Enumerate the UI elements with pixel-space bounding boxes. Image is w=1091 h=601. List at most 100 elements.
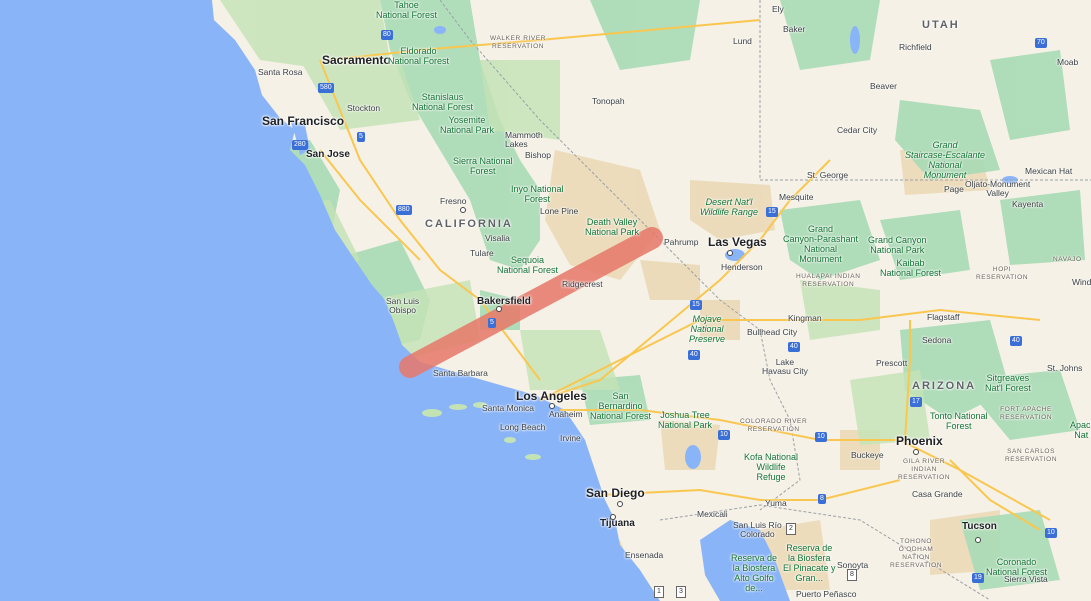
highway-shield-i80: 80: [381, 30, 393, 40]
city-dot-fresno: [460, 207, 466, 213]
highway-shield-i580: 580: [318, 83, 334, 93]
park-label-tahoe-nf: Tahoe National Forest: [376, 0, 438, 20]
highway-shield-mx2: 2: [786, 523, 796, 535]
city-label-puerto-penasco: Puerto Peñasco: [796, 589, 857, 599]
city-label-kayenta: Kayenta: [1012, 199, 1044, 209]
city-label-san-luis-rio-colorado: San Luis Río Colorado: [733, 520, 782, 539]
city-label-ridgecrest: Ridgecrest: [562, 279, 603, 289]
reservation-label-tohono-oodham: TOHONO O'ODHAM NATION RESERVATION: [890, 538, 943, 569]
city-label-visalia: Visalia: [485, 233, 510, 243]
highway-shield-mx8: 8: [847, 569, 857, 581]
city-dot-san-diego: [617, 501, 623, 507]
gulf-of-california: [700, 520, 790, 601]
city-dot-phoenix: [913, 449, 919, 455]
park-label-kaibab-nf: Kaibab National Forest: [880, 258, 942, 278]
city-label-yuma: Yuma: [765, 498, 787, 508]
city-label-los-angeles: Los Angeles: [516, 389, 587, 403]
park-label-coronado-nf: Coronado National Forest: [986, 557, 1048, 577]
park-label-yosemite-np: Yosemite National Park: [440, 115, 495, 135]
city-dot-tucson: [975, 537, 981, 543]
city-label-irvine: Irvine: [560, 433, 581, 443]
park-label-inyo-nf: Inyo National Forest: [511, 184, 564, 204]
reservation-label-fort-apache: FORT APACHE RESERVATION: [1000, 406, 1053, 421]
park-label-san-bernardino-nf: San Bernardino National Forest: [590, 391, 652, 421]
city-label-moab: Moab: [1057, 57, 1079, 67]
route-line[interactable]: [399, 227, 663, 378]
park-label-desert-nwr: Desert Nat'l Wildlife Range: [700, 197, 758, 217]
pacific-ocean: [0, 0, 660, 601]
highway-shield-i70: 70: [1035, 38, 1047, 48]
park-label-apache-nf: Apache Nat F: [1070, 420, 1091, 440]
highway-shield-mx3: 3: [676, 586, 686, 598]
city-label-tonopah: Tonopah: [592, 96, 625, 106]
park-label-stanislaus-nf: Stanislaus National Forest: [412, 92, 474, 112]
highway-shield-i15-b: 15: [766, 207, 778, 217]
city-label-ensenada: Ensenada: [625, 550, 664, 560]
city-label-richfield: Richfield: [899, 42, 932, 52]
city-label-mammoth-lakes: Mammoth Lakes: [505, 130, 543, 149]
city-dot-tijuana: [610, 514, 616, 520]
highway-shield-i17: 17: [910, 397, 922, 407]
park-label-kofa-nwr: Kofa National Wildlife Refuge: [744, 452, 799, 482]
city-dot-bakersfield: [496, 306, 502, 312]
city-label-san-francisco: San Francisco: [262, 114, 345, 128]
city-label-tucson: Tucson: [962, 521, 997, 532]
city-label-kingman: Kingman: [788, 313, 822, 323]
city-label-san-luis-obispo: San Luis Obispo: [386, 296, 420, 315]
city-label-prescott: Prescott: [876, 358, 908, 368]
city-label-casa-grande: Casa Grande: [912, 489, 963, 499]
city-label-fresno: Fresno: [440, 196, 467, 206]
city-label-flagstaff: Flagstaff: [927, 312, 960, 322]
city-dot-las-vegas: [727, 250, 733, 256]
city-label-st-george: St. George: [807, 170, 849, 180]
city-label-bullhead-city: Bullhead City: [747, 327, 798, 337]
city-label-lone-pine: Lone Pine: [540, 206, 579, 216]
park-label-death-valley-np: Death Valley National Park: [585, 217, 640, 237]
highway-shield-i40-a: 40: [688, 350, 700, 360]
city-label-sedona: Sedona: [922, 335, 952, 345]
city-label-phoenix: Phoenix: [896, 434, 943, 448]
city-dot-los-angeles: [549, 403, 555, 409]
city-label-mesquite: Mesquite: [779, 192, 814, 202]
city-label-tijuana: Tijuana: [600, 518, 635, 529]
city-label-sierra-vista: Sierra Vista: [1004, 574, 1048, 584]
city-label-santa-barbara: Santa Barbara: [433, 368, 488, 378]
highway-shield-i5-b: 5: [488, 318, 496, 328]
city-label-san-diego: San Diego: [586, 486, 645, 500]
city-label-anaheim: Anaheim: [549, 409, 583, 419]
reservation-label-colorado-river: COLORADO RIVER RESERVATION: [740, 418, 808, 433]
state-borders: [439, 0, 1091, 601]
park-label-grand-canyon-np: Grand Canyon National Park: [868, 235, 927, 255]
city-label-mexican-hat: Mexican Hat: [1025, 166, 1073, 176]
city-label-wind: Wind: [1072, 277, 1091, 287]
city-label-oljato: Oljato-Monument Valley: [965, 179, 1031, 198]
city-label-st-johns: St. Johns: [1047, 363, 1083, 373]
reservation-label-san-carlos: SAN CARLOS RESERVATION: [1005, 448, 1058, 463]
state-label-arizona: ARIZONA: [912, 380, 977, 392]
city-label-tulare: Tulare: [470, 248, 494, 258]
highway-shield-i10-a: 10: [718, 430, 730, 440]
highway-shield-i880: 880: [396, 205, 412, 215]
reservation-label-gila-river: GILA RIVER INDIAN RESERVATION: [898, 458, 951, 481]
city-label-pahrump: Pahrump: [664, 237, 699, 247]
city-label-santa-rosa: Santa Rosa: [258, 67, 303, 77]
city-label-sacramento: Sacramento: [322, 53, 391, 67]
highway-shield-i10-c: 10: [1045, 528, 1057, 538]
park-label-sequoia-nf: Sequoia National Forest: [497, 255, 559, 275]
park-label-tonto-nf: Tonto National Forest: [930, 411, 988, 431]
park-label-sierra-nf: Sierra National Forest: [453, 156, 513, 176]
city-label-sonoyta: Sonoyta: [837, 560, 869, 570]
city-label-buckeye: Buckeye: [851, 450, 884, 460]
park-label-sitgreaves-nf: Sitgreaves Nat'l Forest: [985, 373, 1031, 393]
state-label-utah: UTAH: [922, 19, 960, 31]
highway-shield-i8: 8: [818, 494, 826, 504]
park-label-reserva-alto-golfo: Reserva de la Biosfera Alto Golfo de...: [731, 553, 778, 593]
park-label-joshua-tree-np: Joshua Tree National Park: [658, 410, 713, 430]
channel-islands: [422, 402, 541, 460]
reservation-label-walker-river: WALKER RIVER RESERVATION: [490, 35, 547, 50]
city-label-lund: Lund: [733, 36, 752, 46]
city-label-cedar-city: Cedar City: [837, 125, 878, 135]
city-label-stockton: Stockton: [347, 103, 381, 113]
